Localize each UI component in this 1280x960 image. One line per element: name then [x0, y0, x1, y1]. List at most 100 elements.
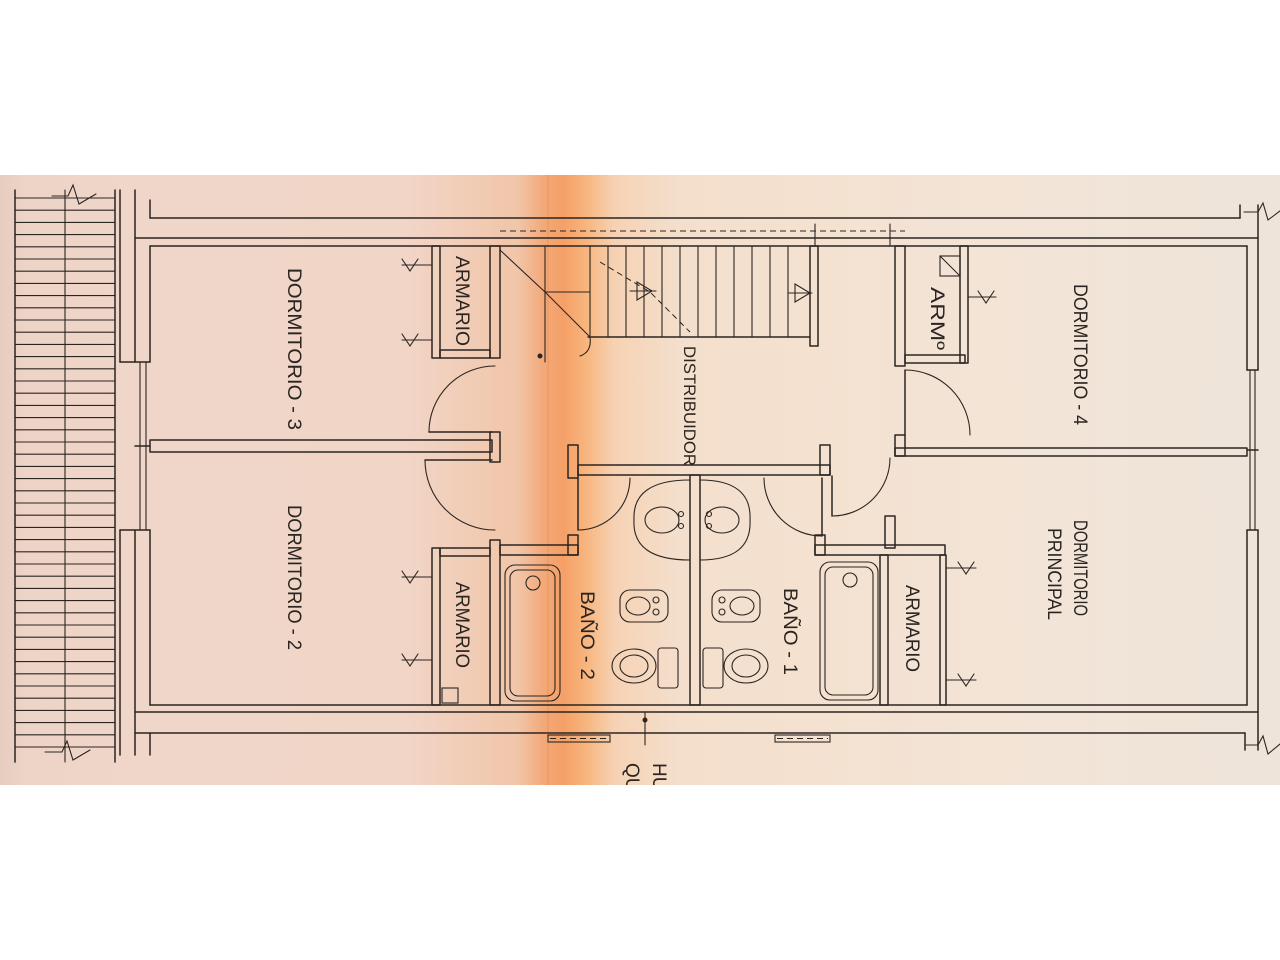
bidet-bowl [729, 596, 755, 616]
break-line-top [51, 183, 97, 205]
label-armario-bottom-left: ARMARIO [451, 582, 472, 668]
stair-winder [544, 291, 591, 338]
sink-tap [705, 510, 713, 518]
bidet-tap [652, 608, 660, 616]
sliding-door-marker [401, 333, 419, 347]
door-swing-bano-1 [763, 477, 823, 537]
break-line-top-right [1243, 201, 1280, 221]
bathtub-bano-2 [504, 564, 561, 702]
wall-banos-divider [689, 474, 701, 706]
wall-junction-stub [894, 434, 906, 457]
bidet-tap [718, 608, 726, 616]
interior-walls [149, 245, 1248, 706]
label-armario-top-left: ARMARIO [451, 256, 472, 346]
wall-corridor-junction [489, 431, 501, 463]
label-dormitorio-2: DORMITORIO - 2 [283, 505, 304, 650]
bathtub-inner [509, 569, 556, 697]
door-swing-dormitorio-4 [904, 369, 971, 436]
sliding-door-marker [401, 258, 419, 272]
room-labels: DORMITORIO - 3 DORMITORIO - 2 ARMARIO AR… [283, 256, 1090, 797]
wall-armario-right-front [939, 554, 947, 706]
label-dormitorio-principal-line1: DORMITORIO [1069, 520, 1090, 616]
toilet-bano-2 [611, 648, 657, 684]
duct-box [441, 687, 459, 704]
bidet-bano-1 [711, 589, 761, 623]
wall-stub-bano-1 [819, 444, 831, 476]
label-cut-line2: QUI [621, 763, 642, 797]
stair-handrail-end [579, 336, 591, 357]
bottom-window [774, 734, 831, 743]
staircase [499, 223, 905, 363]
door-swing-bano-2 [577, 477, 631, 531]
sink-basin-bano-1 [704, 506, 740, 534]
sink-counter-bano-2 [633, 479, 691, 561]
toilet-tank [702, 647, 724, 689]
sink-tap [677, 510, 685, 518]
wall-armario-small-right [959, 245, 969, 364]
toilet-bano-1 [723, 648, 769, 684]
toilet-tank [657, 647, 679, 689]
sliding-door-marker [957, 673, 975, 687]
door-swing-dormitorio-2 [424, 459, 496, 531]
label-armario-small: ARMº [926, 287, 947, 350]
sliding-door-marker [977, 290, 995, 304]
wall-armario-top-left [431, 245, 441, 359]
wall-principal-stub [884, 515, 896, 549]
sink-counter-bano-1 [699, 479, 751, 561]
sliding-door-marker [401, 653, 419, 667]
wall-armario-small-left [894, 245, 906, 367]
wall-bano-2-stub [567, 534, 579, 556]
stair-newel [537, 353, 543, 359]
wall-armario-right [879, 554, 889, 706]
label-dormitorio-4: DORMITORIO - 4 [1069, 284, 1090, 425]
sink-tap [705, 522, 713, 530]
wall-armario-top-left [439, 349, 491, 359]
label-cut-line1: HU [648, 763, 669, 790]
sliding-door-marker [957, 561, 975, 575]
bidet-bano-2 [619, 589, 669, 623]
wall-corridor-upper [489, 245, 501, 359]
wall-stub-bano-2 [567, 444, 579, 479]
bidet-tap [718, 596, 726, 604]
paper-sheet [0, 175, 1280, 785]
wall-armario-bottom-left [439, 547, 491, 557]
label-bano-1: BAÑO - 1 [779, 588, 801, 675]
door-swing-dormitorio-3 [428, 365, 496, 433]
duct-box [939, 255, 961, 277]
label-distribuidor: DISTRIBUIDOR [680, 346, 699, 466]
exterior-walls [119, 189, 1280, 756]
wall-dormitorio-3-2 [149, 439, 493, 453]
bathroom-fixtures [504, 479, 879, 702]
bathtub-inner [824, 566, 874, 696]
wall-bano-1-stub [814, 534, 826, 556]
doors [424, 365, 971, 537]
door-swing-dormitorio-principal [831, 457, 891, 517]
bathtub-bano-1 [819, 561, 879, 701]
sink-basin-bano-2 [644, 506, 680, 534]
bidet-bowl [625, 596, 651, 616]
exterior-hatched-strip [14, 183, 116, 763]
closet-sliding-markers [401, 258, 997, 687]
break-line-bottom [44, 739, 91, 761]
toilet-bowl [731, 654, 761, 678]
bathtub-drain [842, 572, 858, 588]
label-bano-2: BAÑO - 2 [576, 591, 598, 680]
wall-corridor-lower [489, 539, 501, 706]
wall-armario-small-bottom [904, 354, 966, 364]
plan-drawing: DORMITORIO - 3 DORMITORIO - 2 ARMARIO AR… [14, 183, 1280, 797]
stair-side-wall [809, 245, 819, 347]
break-line-bottom-right [1245, 734, 1280, 755]
bathtub-drain [525, 575, 541, 591]
sliding-door-marker [401, 570, 419, 584]
bidet-tap [652, 596, 660, 604]
label-dormitorio-3: DORMITORIO - 3 [283, 268, 304, 430]
label-dormitorio-principal-line2: PRINCIPAL [1043, 528, 1064, 620]
section-marker-dot [642, 717, 648, 723]
stair-winder [499, 249, 546, 293]
wall-armario-bottom-left [431, 547, 441, 706]
label-armario-right: ARMARIO [901, 585, 922, 672]
sink-tap [677, 522, 685, 530]
toilet-bowl [619, 654, 649, 678]
duct-box-cross [939, 255, 961, 277]
